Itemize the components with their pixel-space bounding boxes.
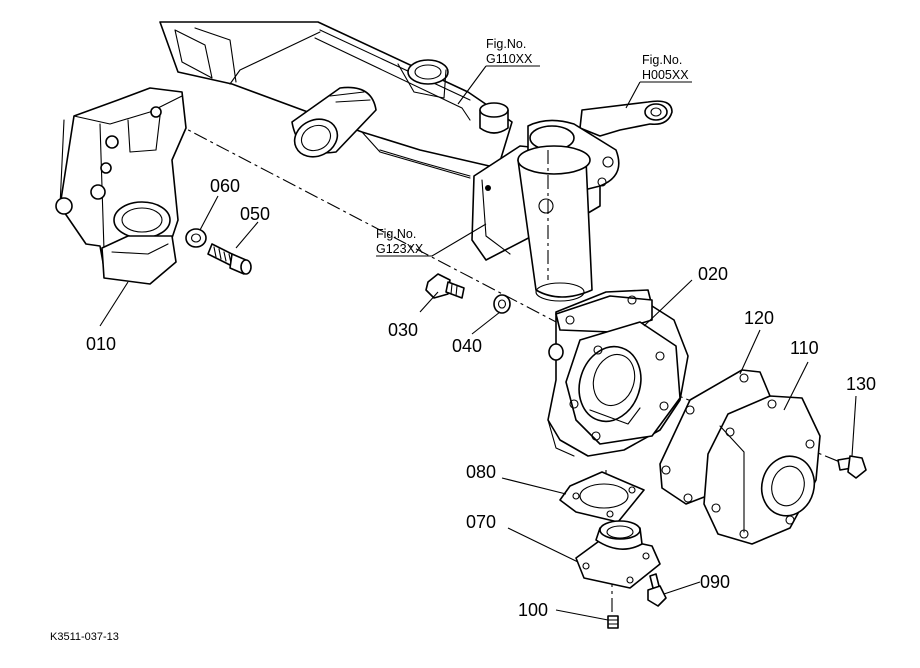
label-130: 130 <box>846 374 876 394</box>
label-090: 090 <box>700 572 730 592</box>
part-110-cover <box>703 395 821 545</box>
label-070: 070 <box>466 512 496 532</box>
part-010-gear-case-bracket <box>55 87 187 285</box>
label-010: 010 <box>86 334 116 354</box>
part-070-lower-cap <box>575 520 661 589</box>
leader-lines <box>99 65 857 621</box>
part-020-final-case <box>547 289 689 457</box>
knuckle-arm-drawing <box>579 100 673 137</box>
part-030-bolt <box>425 273 465 299</box>
label-060: 060 <box>210 176 240 196</box>
figure-ref-g123-line1: Fig.No. <box>376 227 416 241</box>
centre-line-axle <box>149 109 607 349</box>
kingpin-housing-drawing <box>471 119 620 302</box>
label-110: 110 <box>790 338 819 358</box>
figure-ref-h005-line2: H005XX <box>642 68 689 82</box>
figure-ref-g110: Fig.No. G110XX <box>486 37 533 66</box>
label-020: 020 <box>698 264 728 284</box>
label-040: 040 <box>452 336 482 356</box>
axle-pipe-sleeve-drawing <box>291 86 377 158</box>
label-080: 080 <box>466 462 496 482</box>
figure-ref-g110-line1: Fig.No. <box>486 37 526 51</box>
part-130-bolt <box>837 455 867 479</box>
part-080-lower-gasket <box>559 471 645 523</box>
label-100: 100 <box>518 600 548 620</box>
figure-ref-g123-line2: G123XX <box>376 242 424 256</box>
part-040-washer <box>493 294 511 314</box>
figure-ref-h005-line1: Fig.No. <box>642 53 682 67</box>
part-050-bolt <box>207 243 252 275</box>
part-060-washer <box>185 228 207 248</box>
label-050: 050 <box>240 204 270 224</box>
figure-ref-g110-line2: G110XX <box>486 52 533 66</box>
part-090-bolt <box>647 573 667 607</box>
part-100-plug <box>607 615 619 629</box>
figure-ref-g123: Fig.No. G123XX <box>376 227 424 256</box>
figure-ref-h005: Fig.No. H005XX <box>642 53 689 82</box>
label-120: 120 <box>744 308 774 328</box>
front-axle-case-drawing <box>159 21 513 179</box>
diagram-code: K3511-037-13 <box>50 631 119 643</box>
label-030: 030 <box>388 320 418 340</box>
